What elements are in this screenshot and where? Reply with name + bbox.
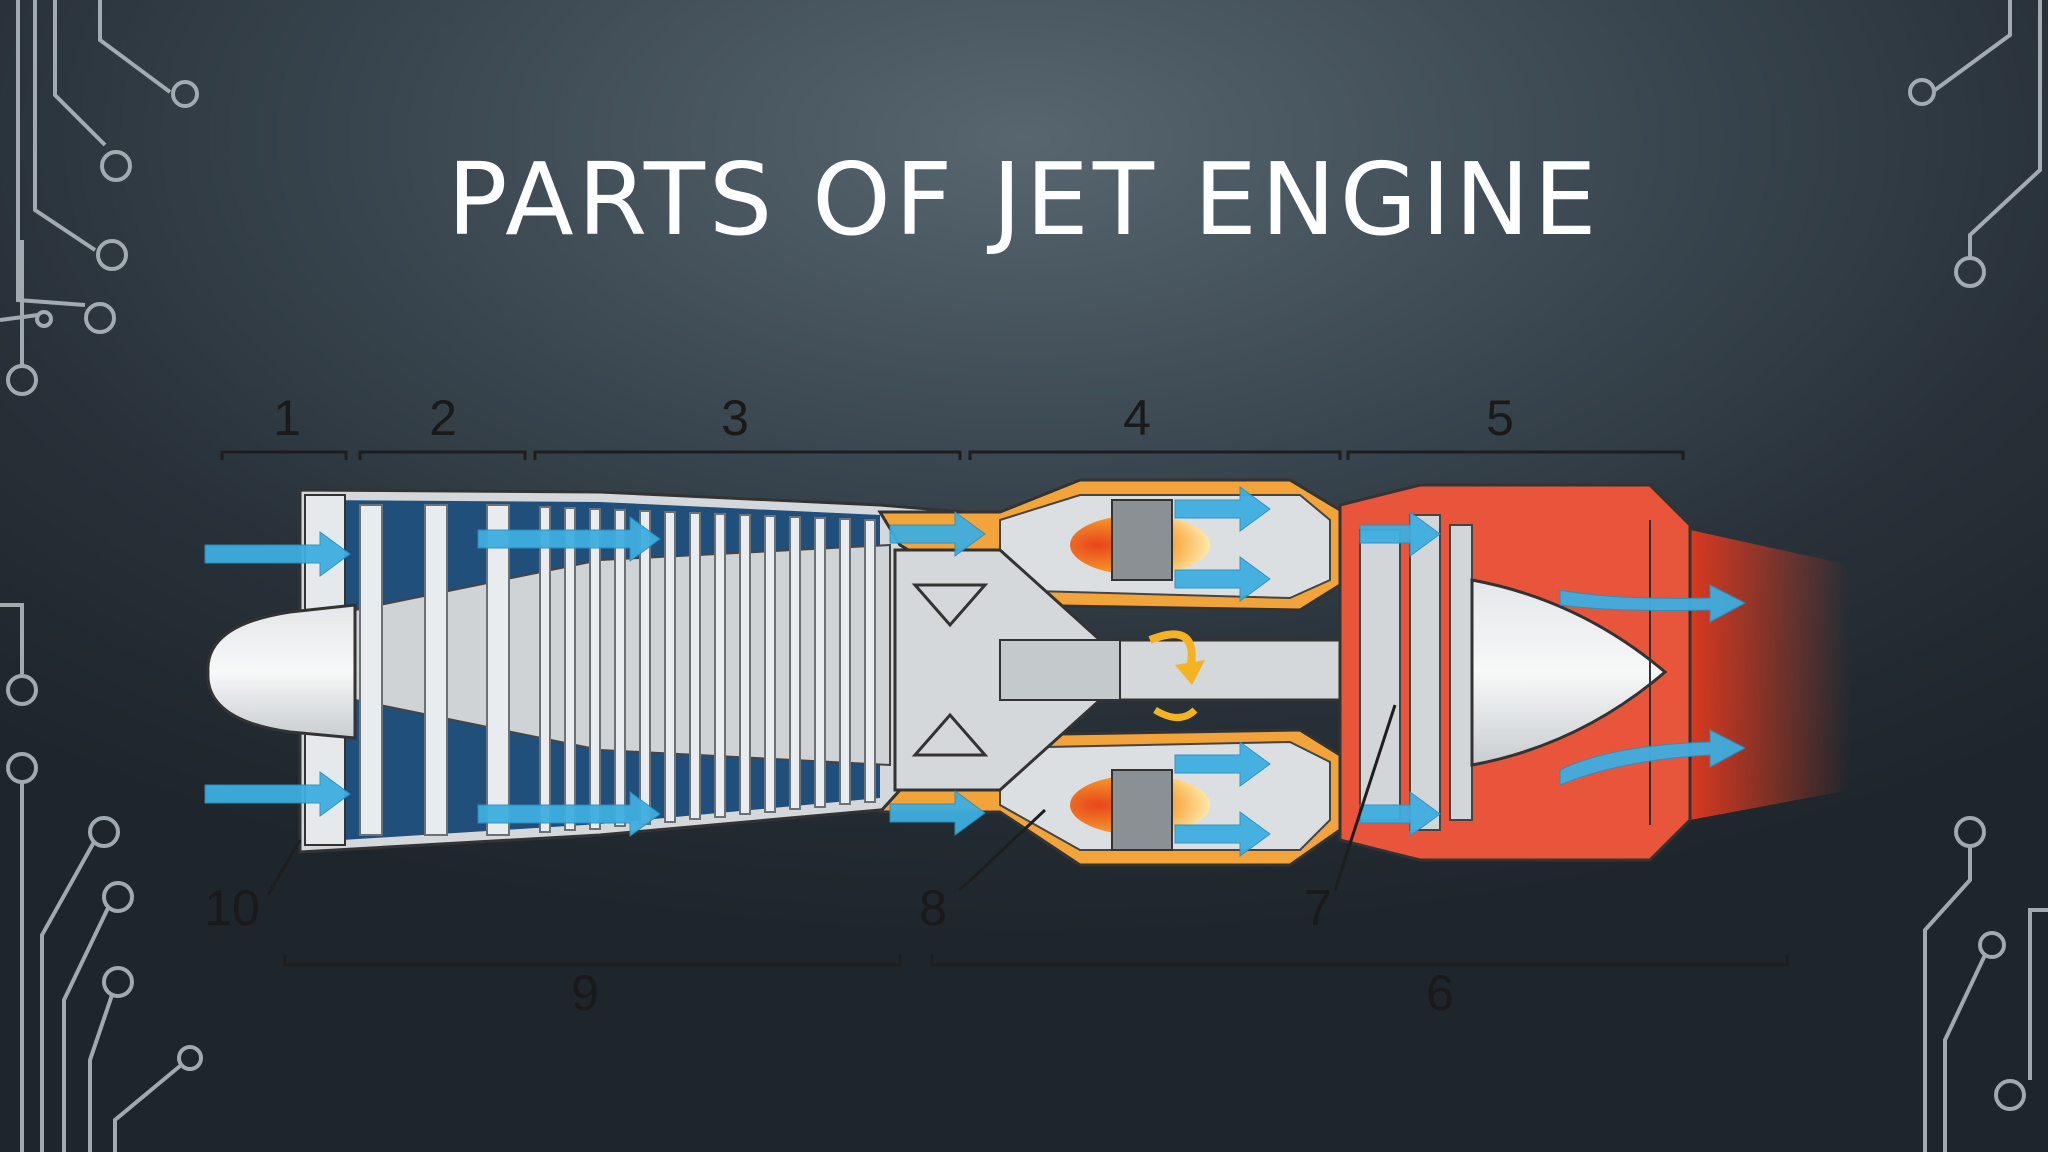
- tail-cone: [1470, 578, 1668, 767]
- slide-title: PARTS OF JET ENGINE: [447, 141, 1601, 258]
- airflow-arrow: [204, 486, 1747, 857]
- label-7: 7: [1304, 880, 1332, 936]
- label-5: 5: [1486, 390, 1514, 446]
- label-8: 8: [919, 880, 947, 936]
- label-3: 3: [721, 390, 749, 446]
- compressor-blades: [359, 504, 876, 836]
- label-2: 2: [429, 390, 457, 446]
- turbine-blades: [1359, 514, 1473, 831]
- label-10: 10: [204, 880, 260, 936]
- section-brackets: [220, 450, 1789, 967]
- rotation-arrow: [1148, 630, 1196, 671]
- label-1: 1: [273, 390, 301, 446]
- exhaust-glow: [1690, 530, 1850, 820]
- label-9: 9: [571, 965, 599, 1021]
- label-4: 4: [1123, 390, 1151, 446]
- nose-cone: [206, 603, 357, 740]
- label-6: 6: [1426, 965, 1454, 1021]
